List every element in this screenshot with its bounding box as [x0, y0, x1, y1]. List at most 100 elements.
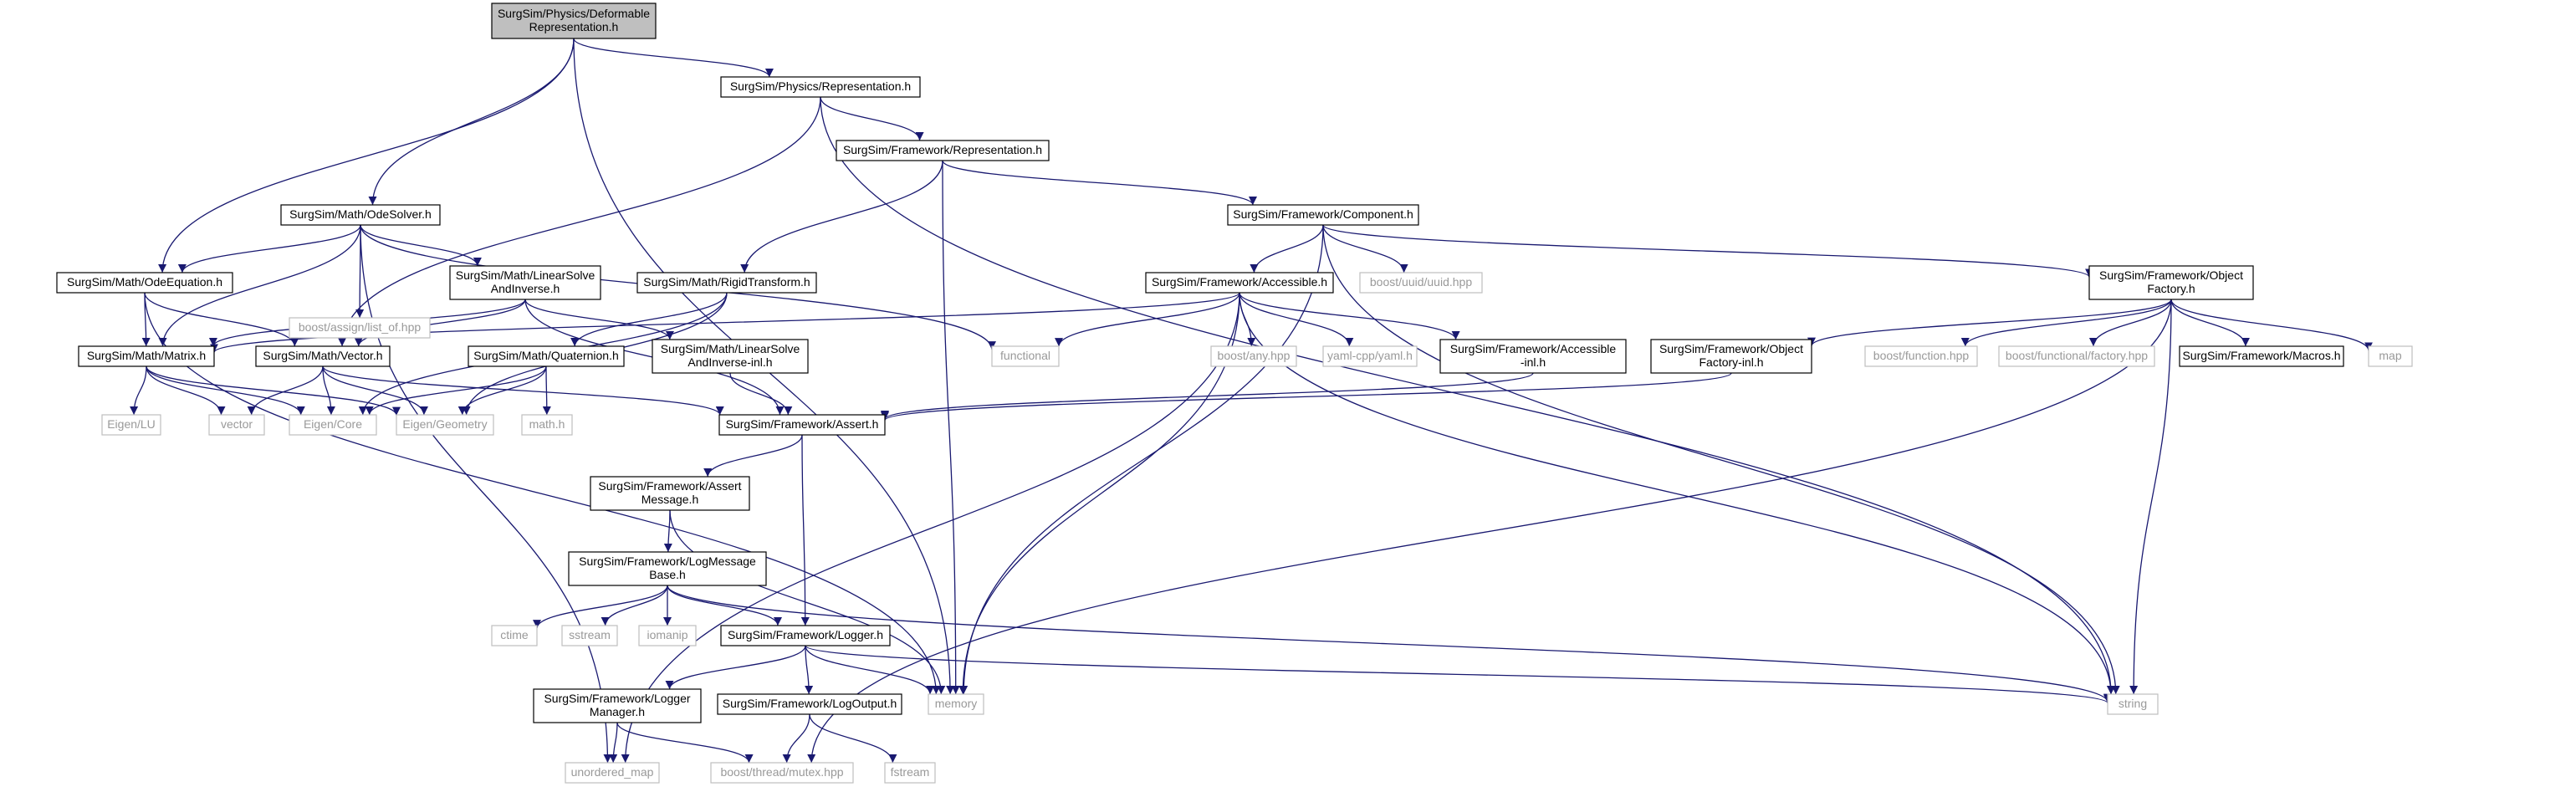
node-label: boost/function.hpp [1873, 349, 1970, 362]
node-label: yaml-cpp/yaml.h [1327, 349, 1413, 362]
graph-node-root[interactable]: SurgSim/Physics/DeformableRepresentation… [491, 3, 657, 39]
edge-objfactory-to-boost-mutex [807, 299, 2172, 764]
graph-node-fw-rep[interactable]: SurgSim/Framework/Representation.h [836, 140, 1050, 161]
node-box [1439, 339, 1627, 374]
node-box [991, 345, 1060, 367]
graph-node-ctime: ctime [491, 625, 538, 646]
edge-component-to-accessible [1250, 224, 1324, 273]
edge-accessible-to-functional [1055, 292, 1240, 347]
node-label: SurgSim/Framework/Accessible.h [1152, 275, 1327, 289]
node-label: SurgSim/Framework/Assert [598, 479, 741, 493]
edge-quaternion-to-eigen-geometry [457, 365, 547, 416]
edge-assertmsg-to-memory [669, 509, 946, 695]
edge-fw-rep-to-component [942, 160, 1257, 206]
edge-logmsgbase-to-string [667, 585, 2112, 703]
graph-node-boost-any: boost/any.hpp [1210, 345, 1297, 367]
edge-objfactory-to-string [2129, 299, 2172, 695]
edge-linsolve-to-vector-h [354, 299, 526, 347]
edge-phys-rep-to-fw-rep [820, 96, 924, 141]
graph-node-vector-std: vector [208, 414, 265, 436]
edge-component-to-objfactory [1322, 224, 2093, 278]
node-box [2088, 265, 2254, 300]
graph-node-accessible-inl[interactable]: SurgSim/Framework/Accessible-inl.h [1439, 339, 1627, 374]
edge-layer [130, 38, 2373, 764]
node-box [2107, 693, 2159, 715]
edge-vector-h-to-vector-std [247, 365, 324, 416]
edge-accessible-inl-to-assert [881, 372, 1534, 420]
edge-loggermgr-to-boost-mutex [616, 722, 754, 764]
edge-assert-to-logger [800, 434, 810, 626]
edge-logger-to-logoutput [805, 645, 814, 695]
edge-matrix-to-vector-std [146, 365, 226, 416]
edge-assert-to-assertmsg [703, 434, 803, 478]
edge-logmsgbase-to-ctime [533, 585, 668, 629]
edge-root-to-odesolver [368, 38, 575, 206]
edge-component-to-string [1322, 224, 2120, 695]
node-label: SurgSim/Framework/Accessible [1450, 342, 1617, 355]
node-box [710, 762, 854, 784]
node-box [720, 76, 921, 98]
node-label: sstream [569, 628, 611, 641]
node-box [1650, 339, 1812, 374]
graph-node-macros[interactable]: SurgSim/Framework/Macros.h [2179, 345, 2344, 367]
node-label: AndInverse.h [491, 282, 560, 295]
graph-node-assert[interactable]: SurgSim/Framework/Assert.h [718, 414, 886, 436]
node-layer: SurgSim/Physics/DeformableRepresentation… [56, 3, 2413, 784]
graph-node-quaternion[interactable]: SurgSim/Math/Quaternion.h [468, 345, 625, 367]
graph-node-functional: functional [991, 345, 1060, 367]
node-label: SurgSim/Framework/Object [1659, 342, 1803, 355]
graph-node-odeequation[interactable]: SurgSim/Math/OdeEquation.h [56, 272, 233, 294]
node-label: fstream [891, 765, 930, 779]
node-label: SurgSim/Framework/Component.h [1233, 207, 1413, 221]
edge-odeequation-to-vector-h [144, 292, 299, 347]
node-box [565, 762, 660, 784]
node-label: map [2379, 349, 2401, 362]
node-box [652, 339, 809, 374]
graph-node-boost-assign: boost/assign/list_of.hpp [289, 317, 431, 339]
graph-node-phys-rep[interactable]: SurgSim/Physics/Representation.h [720, 76, 921, 98]
node-box [396, 414, 494, 436]
node-box [56, 272, 233, 294]
graph-node-vector-h[interactable]: SurgSim/Math/Vector.h [255, 345, 391, 367]
graph-node-logoutput[interactable]: SurgSim/Framework/LogOutput.h [717, 693, 902, 715]
node-box [468, 345, 625, 367]
node-label: functional [1000, 349, 1050, 362]
graph-node-accessible[interactable]: SurgSim/Framework/Accessible.h [1145, 272, 1334, 294]
node-label: SurgSim/Math/OdeSolver.h [289, 207, 432, 221]
graph-node-matrix[interactable]: SurgSim/Math/Matrix.h [78, 345, 215, 367]
graph-node-rigid[interactable]: SurgSim/Math/RigidTransform.h [636, 272, 817, 294]
graph-node-component[interactable]: SurgSim/Framework/Component.h [1227, 204, 1419, 226]
graph-node-memory: memory [928, 693, 984, 715]
edge-linsolve-inl-to-assert [729, 372, 793, 416]
node-box [2179, 345, 2344, 367]
edge-assertmsg-to-logmsgbase [663, 509, 672, 553]
edge-vector-h-to-eigen-geometry [322, 365, 428, 416]
edge-odesolver-to-unordered-map [360, 224, 612, 764]
edge-logger-to-memory [805, 645, 935, 695]
node-label: SurgSim/Math/Matrix.h [87, 349, 206, 362]
node-label: SurgSim/Math/RigidTransform.h [643, 275, 810, 289]
node-box [280, 204, 441, 226]
graph-node-logger[interactable]: SurgSim/Framework/Logger.h [720, 625, 891, 646]
node-label: SurgSim/Physics/Representation.h [730, 79, 911, 93]
edge-odesolver-to-matrix [158, 224, 361, 347]
edge-objfactory-inl-to-assert [881, 372, 1732, 422]
node-box [101, 414, 161, 436]
edge-fw-rep-to-rigid [740, 160, 943, 273]
graph-node-map: map [2368, 345, 2413, 367]
edge-loggermgr-to-unordered-map [609, 722, 618, 764]
edge-root-to-phys-rep [573, 38, 774, 78]
node-label: boost/thread/mutex.hpp [720, 765, 843, 779]
node-label: boost/uuid/uuid.hpp [1370, 275, 1472, 289]
edge-root-to-odeequation [158, 38, 575, 273]
graph-node-iomanip: iomanip [638, 625, 697, 646]
node-label: AndInverse-inl.h [687, 355, 772, 369]
graph-node-odesolver[interactable]: SurgSim/Math/OdeSolver.h [280, 204, 441, 226]
